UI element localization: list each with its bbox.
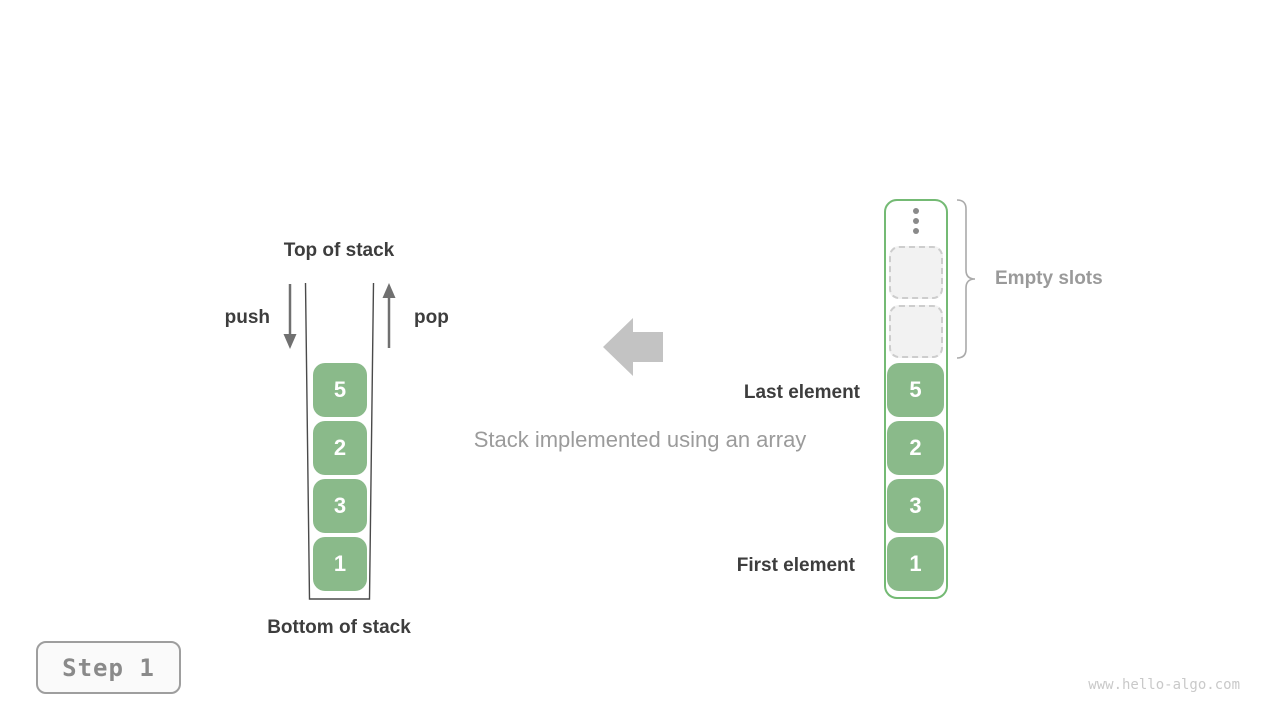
stack-cell: 5 (313, 363, 367, 417)
stack-cell: 2 (313, 421, 367, 475)
diagram-caption: Stack implemented using an array (473, 427, 807, 452)
array-cell: 3 (887, 479, 944, 533)
stack-cell: 3 (313, 479, 367, 533)
array-cell: 5 (887, 363, 944, 417)
watermark: www.hello-algo.com (1088, 677, 1240, 693)
array-cell: 2 (887, 421, 944, 475)
pop-label: pop (414, 307, 449, 328)
empty-slot (889, 305, 943, 358)
left-arrow-icon (603, 318, 663, 376)
first-element-label: First element (736, 555, 855, 576)
empty-slots-label: Empty slots (995, 268, 1103, 289)
push-arrow-icon (283, 284, 297, 349)
pop-arrow-icon (382, 283, 396, 348)
empty-slots-brace-icon (956, 199, 976, 359)
push-label: push (224, 307, 270, 328)
array-cell: 1 (887, 537, 944, 591)
last-element-label: Last element (743, 382, 860, 403)
stack-cell: 1 (313, 537, 367, 591)
top-of-stack-label: Top of stack (283, 240, 395, 261)
empty-slot (889, 246, 943, 299)
bottom-of-stack-label: Bottom of stack (267, 617, 411, 638)
step-badge: Step 1 (36, 641, 181, 694)
